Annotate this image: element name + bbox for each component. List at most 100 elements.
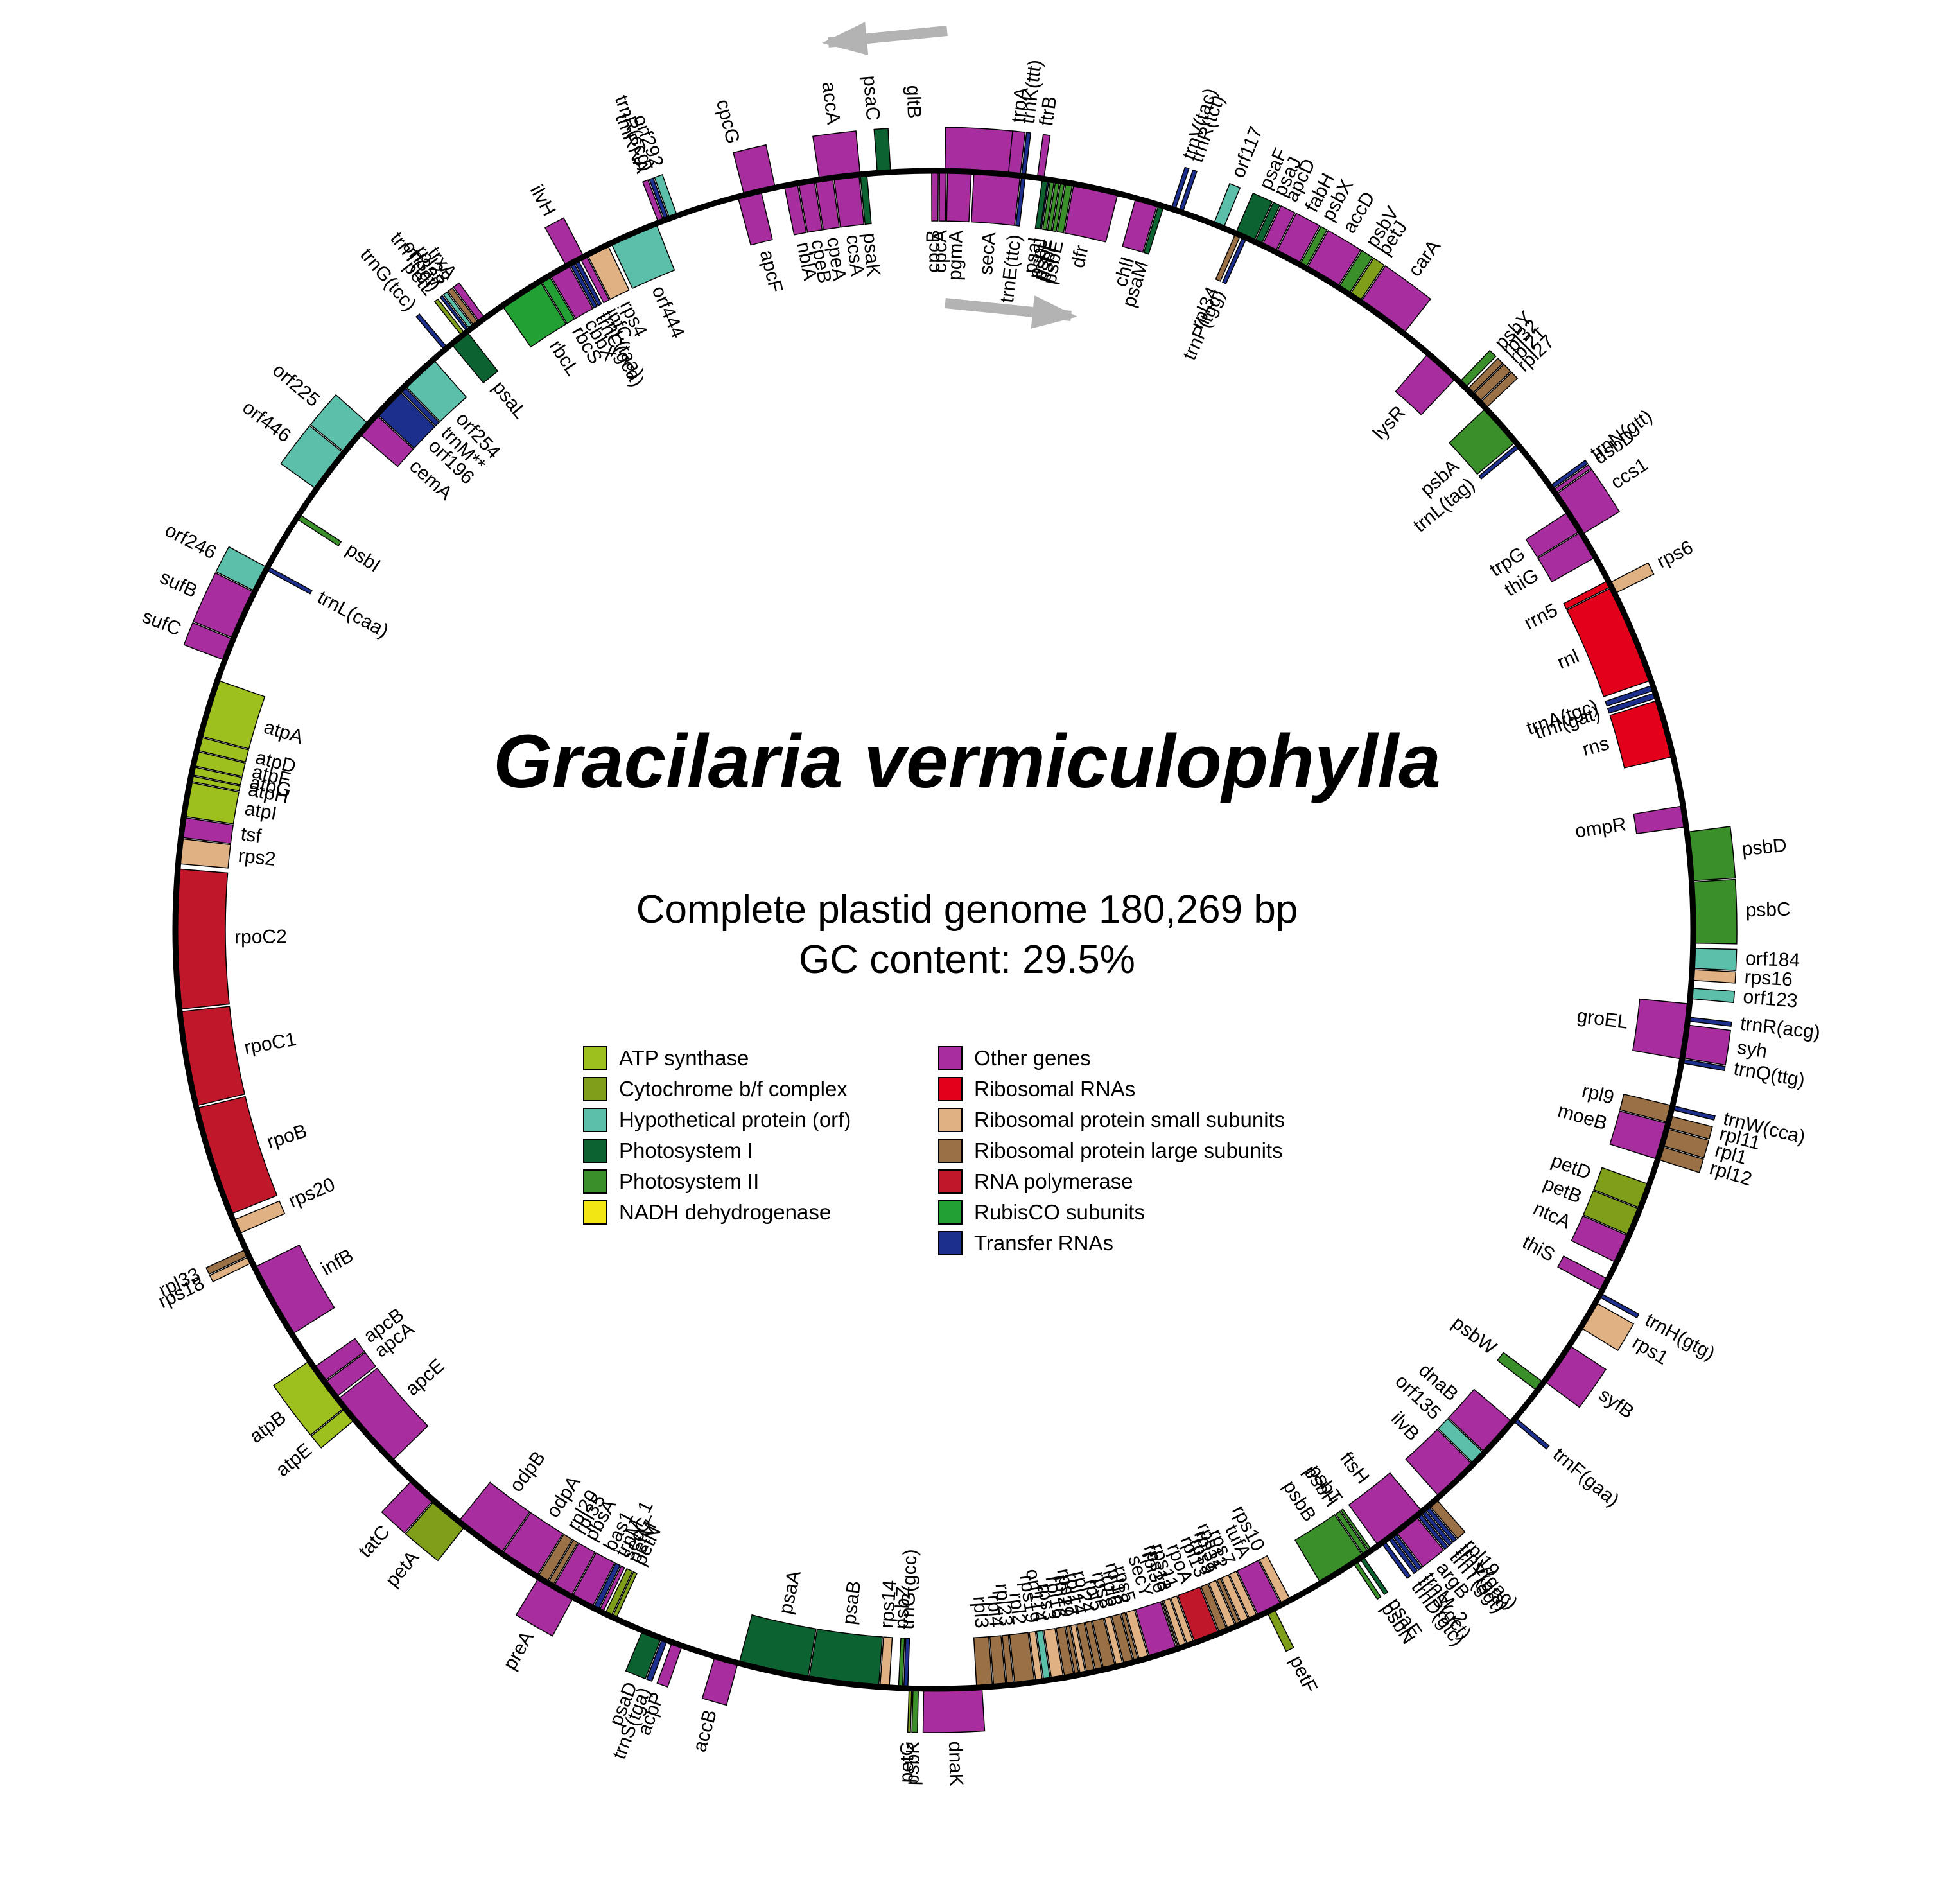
- legend-left-item: Photosystem I: [583, 1135, 851, 1166]
- legend-right-item: RubisCO subunits: [938, 1197, 1285, 1228]
- gene-label-syh: syh: [1736, 1037, 1768, 1062]
- gene-label-trne(ttc): trnE(ttc): [997, 233, 1025, 304]
- legend-label: Ribosomal RNAs: [974, 1077, 1136, 1101]
- legend-label: Hypothetical protein (orf): [619, 1108, 851, 1131]
- legend-label: Ribosomal protein small subunits: [974, 1108, 1285, 1131]
- gene-label-orf246: orf246: [161, 520, 220, 564]
- gene-label-psbw: psbW: [1448, 1312, 1501, 1359]
- gene-label-acca: accA: [817, 81, 844, 126]
- gene-block-cpcb: [931, 170, 939, 222]
- gene-block-this: [1557, 1255, 1609, 1292]
- gene-label-dfr: dfr: [1067, 243, 1093, 270]
- legend-swatch: [938, 1231, 963, 1255]
- gene-label-cpca: cpcA: [930, 230, 952, 273]
- gene-label-cpcg: cpcG: [712, 97, 744, 146]
- gene-label-psbc: psbC: [1745, 899, 1791, 921]
- gene-block-gltb: [944, 127, 1018, 176]
- legend-swatch: [583, 1046, 607, 1070]
- legend-right-item: Transfer RNAs: [938, 1228, 1285, 1259]
- gene-label-sufb_r: syfB: [1595, 1384, 1638, 1422]
- gene-label-groel: groEL: [1576, 1005, 1630, 1033]
- gene-label-orf225: orf225: [268, 360, 324, 411]
- legend-swatch: [583, 1200, 607, 1225]
- gene-label-psab: psaB: [839, 1580, 865, 1626]
- gene-label-orf123: orf123: [1742, 986, 1799, 1012]
- gene-label-dnak: dnaK: [945, 1741, 967, 1786]
- gene-label-cpcb: cpcB: [923, 230, 944, 273]
- legend-swatch: [938, 1169, 963, 1194]
- gene-label-rpl9: rpl9: [1580, 1080, 1616, 1108]
- strand-direction-arrows: [822, 22, 1077, 329]
- genome-summary: Complete plastid genome 180,269 bp GC co…: [0, 885, 1934, 985]
- legend-swatch: [583, 1108, 607, 1132]
- gene-label-tsf: tsf: [240, 823, 263, 847]
- gene-label-ftsh: ftsH: [1336, 1448, 1373, 1488]
- gene-block-syh: [1682, 1024, 1731, 1066]
- legend-swatch: [583, 1077, 607, 1101]
- gene-label-rpob: rpoB: [265, 1121, 309, 1153]
- gene-label-rps6: rps6: [1653, 537, 1696, 573]
- legend-right-item: Ribosomal protein small subunits: [938, 1105, 1285, 1135]
- legend-right-item: Ribosomal RNAs: [938, 1074, 1285, 1105]
- gene-label-orf184: orf184: [1745, 948, 1800, 971]
- gene-block-rps2: [177, 838, 231, 869]
- gene-label-psai: psaI: [1020, 236, 1046, 275]
- gene-block-cpca: [938, 170, 947, 222]
- gene-label-peta: petA: [381, 1547, 423, 1591]
- gene-label-trng(gcc): trnG(gcc): [897, 1549, 921, 1630]
- gene-block-apcf: [737, 190, 773, 246]
- gene-label-trnl(caa): trnL(caa): [314, 587, 392, 642]
- gene-label-tatc: tatC: [354, 1521, 394, 1562]
- gene-block-psbd: [1686, 826, 1736, 882]
- gene-block-pgma: [946, 170, 972, 223]
- legend-label: NADH dehydrogenase: [619, 1200, 832, 1224]
- gene-label-odpb: odpB: [506, 1447, 550, 1496]
- gene-label-rpl4: rpl4: [983, 1594, 1007, 1628]
- gene-block-psba: [1449, 407, 1517, 475]
- gene-label-rpl23: rpl23: [991, 1582, 1017, 1627]
- legend-right-item: Other genes: [938, 1043, 1285, 1074]
- gene-label-rrn5: rrn5: [1521, 600, 1562, 634]
- gene-label-rpl3: rpl3: [969, 1595, 992, 1629]
- counterclockwise-arrow-icon-head: [822, 22, 869, 56]
- gene-block-orf123: [1689, 987, 1736, 1004]
- gene-block-trnr(acg): [1687, 1017, 1732, 1027]
- gene-block-psbi: [295, 513, 342, 546]
- gene-label-psac: psaC: [859, 74, 884, 121]
- gene-label-psaa: psaA: [775, 1569, 805, 1616]
- gc-content-text: GC content: 29.5%: [799, 938, 1135, 982]
- gene-label-trpa: trpA: [1007, 86, 1032, 123]
- gene-label-rnl: rnl: [1555, 645, 1583, 673]
- legend-label: Cytochrome b/f complex: [619, 1077, 848, 1101]
- gene-block-dnak: [922, 1686, 986, 1733]
- gene-label-apcf: apcF: [756, 248, 787, 295]
- gene-label-this: thiS: [1519, 1232, 1558, 1266]
- legend-label: Photosystem I: [619, 1139, 754, 1162]
- gene-block-rpl3: [973, 1636, 993, 1688]
- legend-left-item: ATP synthase: [583, 1043, 851, 1074]
- gene-label-rps20: rps20: [286, 1174, 338, 1212]
- gene-block-rpoc1: [179, 1006, 245, 1106]
- gene-label-trnf(gaa): trnF(gaa): [1549, 1444, 1623, 1511]
- gene-label-ilvb: ilvB: [1387, 1408, 1424, 1445]
- gene-block-seca: [970, 171, 1021, 226]
- gene-label-psbz: psbZ: [891, 1585, 914, 1629]
- legend-left-item: NADH dehydrogenase: [583, 1197, 851, 1228]
- organism-title: Gracilaria vermiculophylla: [493, 719, 1441, 804]
- gene-label-gltb: gltB: [903, 85, 925, 119]
- gene-block-ftrb: [1036, 134, 1051, 180]
- gene-label-ompr: ompR: [1574, 814, 1628, 843]
- gene-label-orf444: orf444: [647, 283, 688, 341]
- legend-swatch: [938, 1077, 963, 1101]
- gene-label-atpe: atpE: [272, 1439, 316, 1481]
- gene-label-psbi: psbI: [342, 539, 385, 577]
- gene-block-psac: [873, 128, 891, 174]
- gene-label-petg: petG: [896, 1741, 918, 1783]
- gene-label-ilvh: ilvH: [526, 181, 560, 220]
- legend-label: RubisCO subunits: [974, 1200, 1145, 1224]
- legend-label: Ribosomal protein large subunits: [974, 1139, 1283, 1162]
- legend-label: ATP synthase: [619, 1046, 749, 1070]
- gene-label-sufc: sufC: [139, 606, 184, 640]
